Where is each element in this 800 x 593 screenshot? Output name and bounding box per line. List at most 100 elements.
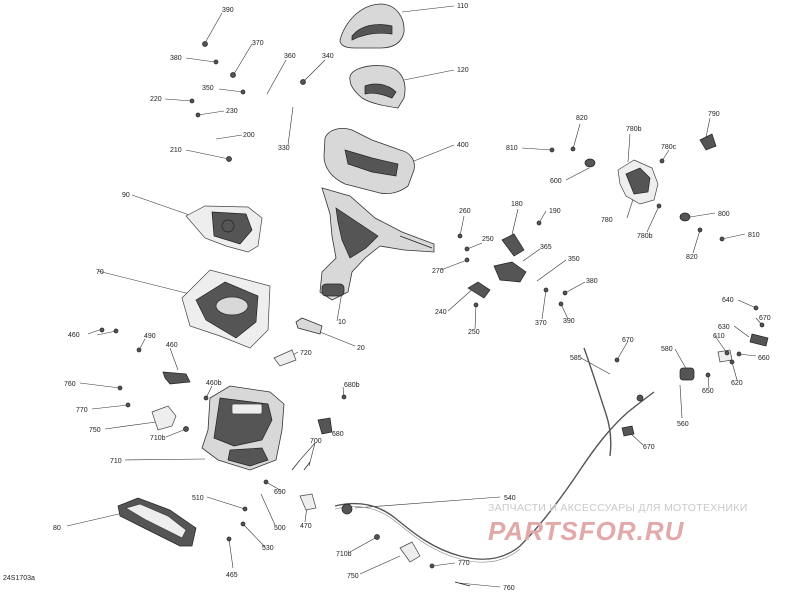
callout-750: 750 <box>89 427 101 434</box>
callout-340: 340 <box>322 53 334 60</box>
part-750-knob <box>151 405 177 431</box>
callout-620: 620 <box>731 380 743 387</box>
part-365-grip <box>493 261 527 283</box>
callout-760: 760 <box>64 381 76 388</box>
part-750-lower-knob <box>399 541 421 563</box>
callout-240: 240 <box>435 309 447 316</box>
callout-460b: 460b <box>206 380 222 387</box>
callout-670-low: 670 <box>643 444 655 451</box>
callout-labels: 390 380 370 360 340 350 220 230 200 210 … <box>53 3 771 592</box>
part-560-nut <box>636 394 644 402</box>
callout-390: 390 <box>222 7 234 14</box>
callout-610: 610 <box>713 333 725 340</box>
callout-810: 810 <box>506 145 518 152</box>
callout-670-mid: 670 <box>622 337 634 344</box>
callout-780b-lower: 780b <box>637 233 653 240</box>
callout-365: 365 <box>540 244 552 251</box>
callout-600: 600 <box>550 178 562 185</box>
callout-220: 220 <box>150 96 162 103</box>
callout-250: 250 <box>482 236 494 243</box>
callout-770: 770 <box>76 407 88 414</box>
callout-710b-lower: 710b <box>336 551 352 558</box>
callout-270: 270 <box>432 268 444 275</box>
callout-460: 460 <box>68 332 80 339</box>
callout-670: 670 <box>759 315 771 322</box>
callout-760-lower: 760 <box>503 585 515 592</box>
callout-110: 110 <box>457 3 468 10</box>
callout-800: 800 <box>718 211 730 218</box>
callout-500: 500 <box>274 525 286 532</box>
callout-470: 470 <box>300 523 312 530</box>
callout-720: 720 <box>300 350 312 357</box>
callout-400: 400 <box>457 142 469 149</box>
callout-640: 640 <box>722 297 734 304</box>
watermark-text: ЗАПЧАСТИ И АКСЕССУАРЫ ДЛЯ МОТОТЕХНИКИ <box>488 502 748 514</box>
callout-585: 585 <box>570 355 582 362</box>
callout-780c: 780c <box>661 144 677 151</box>
callout-810-lower: 810 <box>748 232 760 239</box>
callout-650: 650 <box>702 388 714 395</box>
callout-370-right: 370 <box>535 320 547 327</box>
callout-10: 10 <box>338 319 346 326</box>
callout-630: 630 <box>718 324 730 331</box>
callout-190: 190 <box>549 208 561 215</box>
small-fasteners <box>99 41 765 587</box>
part-630-bracket <box>749 333 769 347</box>
part-720-clip <box>273 349 297 367</box>
part-10-frame <box>319 187 435 301</box>
leader-lines <box>66 5 763 588</box>
part-790-lever <box>699 133 717 151</box>
callout-230: 230 <box>226 108 238 115</box>
callout-820-lower: 820 <box>686 254 698 261</box>
callout-710: 710 <box>110 458 122 465</box>
part-585-cable <box>583 347 612 457</box>
callout-660: 660 <box>758 355 770 362</box>
callout-700: 700 <box>310 438 322 445</box>
part-shapes <box>99 3 769 587</box>
callout-180: 180 <box>511 201 523 208</box>
callout-540: 540 <box>504 495 516 502</box>
part-460-tray <box>162 371 191 385</box>
callout-120: 120 <box>457 67 469 74</box>
callout-710b: 710b <box>150 435 166 442</box>
callout-580: 580 <box>661 346 673 353</box>
callout-20: 20 <box>357 345 365 352</box>
callout-510: 510 <box>192 495 204 502</box>
callout-350: 350 <box>202 85 214 92</box>
callout-90: 90 <box>122 192 130 199</box>
diagram-code: 24S1703a <box>3 575 35 582</box>
callout-560: 560 <box>677 421 689 428</box>
callout-490: 490 <box>144 333 156 340</box>
callout-370: 370 <box>252 40 264 47</box>
callout-460-b: 460 <box>166 342 178 349</box>
callout-820: 820 <box>576 115 588 122</box>
callout-780b: 780b <box>626 126 642 133</box>
callout-780: 780 <box>601 217 613 224</box>
part-600-bushing <box>584 158 596 168</box>
callout-360: 360 <box>284 53 296 60</box>
callout-750-lower: 750 <box>347 573 359 580</box>
part-670-clip <box>621 425 635 437</box>
part-180-lever <box>501 233 525 257</box>
part-800-bushing <box>679 212 691 222</box>
callout-260: 260 <box>459 208 471 215</box>
callout-80: 80 <box>53 525 61 532</box>
callout-690: 690 <box>274 489 286 496</box>
callout-350-right: 350 <box>568 256 580 263</box>
callout-380: 380 <box>170 55 182 62</box>
callout-680b: 680b <box>344 382 360 389</box>
callout-790: 790 <box>708 111 720 118</box>
callout-200: 200 <box>243 132 255 139</box>
callout-465: 465 <box>226 572 238 579</box>
callout-380-right: 380 <box>586 278 598 285</box>
part-470-clip <box>299 493 317 511</box>
watermark-logo: PARTSFOR.RU <box>488 516 685 546</box>
callout-770-lower: 770 <box>458 560 470 567</box>
callout-390-right: 390 <box>563 318 575 325</box>
part-680-bracket <box>317 417 333 435</box>
callout-330: 330 <box>278 145 290 152</box>
callout-70: 70 <box>96 269 104 276</box>
part-580-roller <box>679 367 695 381</box>
part-540-cable <box>334 391 655 560</box>
